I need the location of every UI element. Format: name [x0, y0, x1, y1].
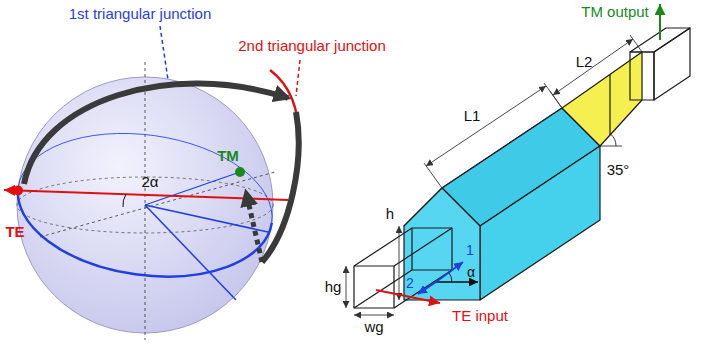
first-rotation-arrow — [24, 84, 288, 184]
axis-number: 1 — [466, 243, 474, 258]
junction-side — [480, 146, 600, 300]
angle-label: 35° — [607, 162, 630, 178]
input-waveguide — [354, 266, 394, 308]
blue-great-circle-back — [9, 118, 282, 292]
junction-label: 1st triangular junction — [69, 6, 212, 22]
junction-front — [404, 188, 480, 300]
axis-arrow — [418, 282, 436, 294]
port-label: TM output — [581, 4, 649, 20]
dotted-rotation-arrow — [246, 192, 262, 262]
extension-line — [630, 35, 642, 52]
angle-arc — [449, 273, 452, 283]
axis-number: 2 — [406, 276, 414, 291]
dimension-label: L2 — [576, 54, 593, 70]
input-waveguide — [412, 228, 452, 270]
dimension-label: h — [386, 206, 394, 222]
blue-great-circle — [18, 187, 272, 276]
sphere-body — [17, 77, 273, 333]
field-arrows — [376, 4, 660, 303]
blue-axis — [145, 205, 236, 300]
reference-arrow — [436, 281, 478, 283]
input-arrow — [376, 290, 440, 303]
dimensions — [346, 35, 642, 315]
output-arrow — [659, 4, 661, 40]
waveguide-device — [354, 28, 690, 308]
angle-reference — [600, 146, 622, 147]
dimension-line — [426, 86, 546, 166]
angle-label: α — [467, 265, 475, 280]
dimension-label: wg — [364, 319, 383, 335]
blue-axis — [145, 172, 240, 205]
tilted-axis — [40, 172, 275, 237]
tm-point — [235, 167, 245, 177]
angle-label: 2α — [141, 174, 158, 190]
dimension-line — [354, 315, 394, 316]
taper-line — [609, 74, 610, 135]
red-arc — [270, 70, 298, 140]
dimension-label: L1 — [464, 108, 481, 124]
state-label: TE — [5, 224, 24, 240]
junction-label: 2nd triangular junction — [238, 38, 386, 54]
dimension-line — [553, 39, 633, 95]
extension-line — [544, 83, 562, 108]
te-point — [13, 186, 23, 196]
dimension-line — [399, 226, 400, 300]
poincare-sphere — [4, 26, 300, 340]
angle-arc — [611, 134, 616, 146]
dimension-line — [346, 266, 347, 308]
leader-line — [160, 26, 168, 80]
dimension-label: hg — [325, 279, 342, 295]
state-label: TM — [217, 148, 239, 164]
port-label: TE input — [452, 308, 508, 324]
extension-line — [424, 163, 442, 188]
second-rotation-arc — [262, 112, 299, 262]
leader-line — [296, 60, 300, 96]
vertical-axis — [145, 62, 146, 340]
input-waveguide — [394, 228, 452, 266]
output-waveguide — [630, 52, 654, 100]
axis-arrow — [436, 262, 463, 282]
extension-line — [550, 91, 562, 108]
angle-arc — [123, 194, 126, 207]
